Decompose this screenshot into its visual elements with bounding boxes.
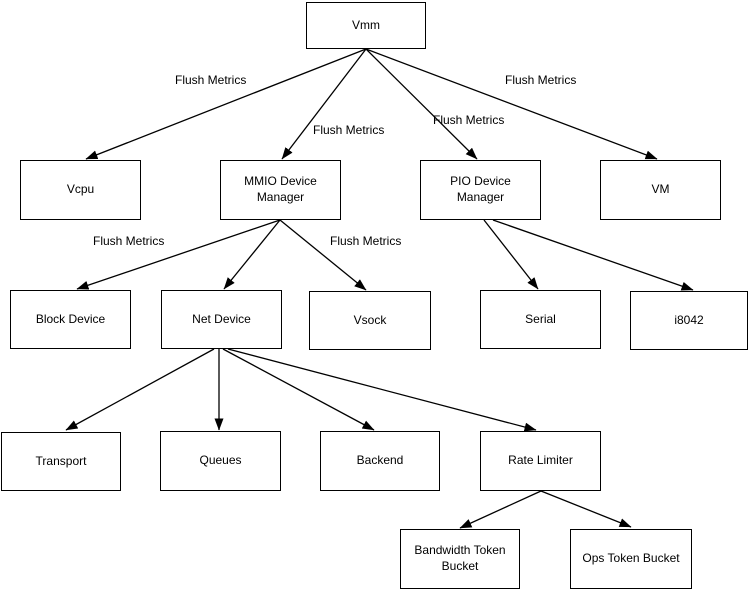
- node-bandwidth-token-bucket-label: Bandwidth Token Bucket: [414, 543, 506, 573]
- node-net-device: Net Device: [161, 290, 282, 349]
- edge-mmio-block-device: [76, 219, 281, 290]
- edge-vmm-pio-device-manager: [365, 48, 478, 160]
- node-serial-label: Serial: [525, 311, 556, 326]
- edge-label-mmio-block-device: Flush Metrics: [93, 234, 165, 248]
- node-queues-label: Queues: [199, 453, 242, 468]
- edge-label-vmm-mmio-device-manager: Flush Metrics: [313, 123, 385, 137]
- edge-pio-i8042: [492, 219, 694, 291]
- node-vmm: Vmm: [306, 2, 426, 49]
- node-transport: Transport: [1, 432, 121, 491]
- edge-pio-serial: [483, 219, 539, 290]
- edge-mmio-net-device: [223, 219, 281, 290]
- edge-vmm-vcpu: [85, 48, 367, 160]
- node-vmm-label: Vmm: [352, 17, 380, 32]
- node-net-device-label: Net Device: [192, 311, 251, 326]
- node-ops-token-bucket-label: Ops Token Bucket: [582, 551, 680, 566]
- node-vsock-label: Vsock: [353, 312, 387, 327]
- node-transport-label: Transport: [35, 453, 87, 468]
- node-rate-limiter: Rate Limiter: [480, 431, 601, 491]
- edge-vmm-vm: [365, 48, 658, 160]
- edge-mmio-vsock: [279, 219, 367, 291]
- node-vm-label: VM: [651, 182, 670, 197]
- node-serial: Serial: [480, 290, 601, 349]
- edge-label-vmm-vm: Flush Metrics: [505, 73, 577, 87]
- node-vcpu: Vcpu: [20, 160, 141, 220]
- node-backend: Backend: [320, 431, 440, 491]
- edge-rate-limiter-ops-token-bucket: [540, 490, 632, 528]
- edge-net-backend: [222, 348, 375, 431]
- node-queues: Queues: [160, 431, 281, 491]
- node-ops-token-bucket: Ops Token Bucket: [570, 529, 692, 589]
- node-rate-limiter-label: Rate Limiter: [508, 453, 573, 468]
- node-mmio-device-manager-label: MMIO Device Manager: [244, 174, 317, 204]
- edge-vmm-mmio-device-manager: [281, 48, 367, 160]
- node-pio-device-manager: PIO Device Manager: [420, 160, 541, 220]
- node-i8042-label: i8042: [674, 312, 704, 327]
- edge-label-vmm-vcpu: Flush Metrics: [175, 73, 247, 87]
- node-block-device-label: Block Device: [35, 311, 106, 326]
- edge-label-vmm-pio-device-manager: Flush Metrics: [433, 113, 505, 127]
- node-i8042: i8042: [630, 291, 748, 350]
- node-vm: VM: [600, 160, 721, 220]
- node-mmio-device-manager: MMIO Device Manager: [220, 160, 341, 220]
- node-pio-device-manager-label: PIO Device Manager: [450, 174, 511, 204]
- node-bandwidth-token-bucket: Bandwidth Token Bucket: [400, 529, 520, 589]
- node-vsock: Vsock: [309, 291, 431, 350]
- node-block-device: Block Device: [10, 290, 131, 349]
- edge-label-mmio-vsock: Flush Metrics: [330, 234, 402, 248]
- edge-rate-limiter-bandwidth-token-bucket: [459, 490, 542, 529]
- node-vcpu-label: Vcpu: [66, 182, 95, 197]
- edge-net-transport: [65, 348, 215, 431]
- edge-net-rate-limiter: [227, 348, 537, 432]
- node-backend-label: Backend: [356, 453, 404, 468]
